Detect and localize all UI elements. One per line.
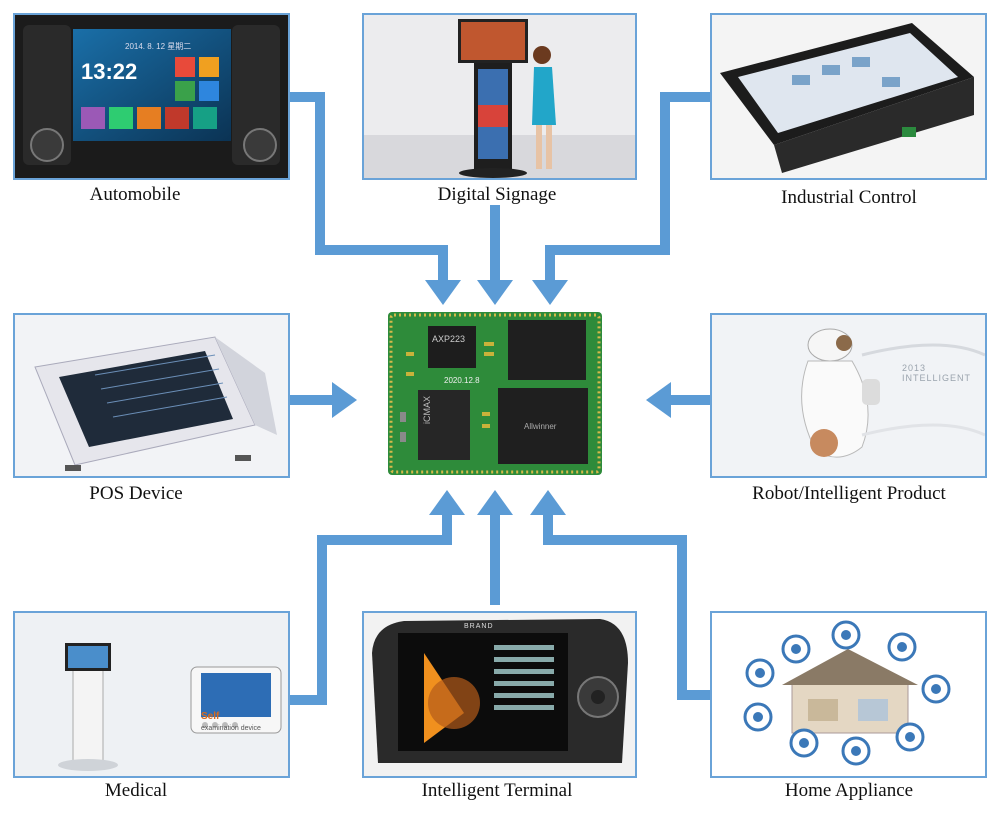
- label-automobile: Automobile: [89, 184, 181, 205]
- arrowhead-automobile: [425, 280, 461, 305]
- arrowhead-signage: [477, 280, 513, 305]
- arrowhead-industrial: [532, 280, 568, 305]
- arrowhead-home: [530, 490, 566, 515]
- core-board-module: AXP223 2020.12.8 iCMAX Allwinner: [388, 312, 602, 475]
- car-screen-time: 13:22: [81, 59, 138, 84]
- pos-terminal-image: [15, 315, 288, 476]
- medical-device-image: [15, 613, 288, 776]
- robot-product-image: [712, 315, 985, 476]
- label-intelligent-terminal: Intelligent Terminal: [421, 780, 573, 801]
- digital-signage-image: [364, 15, 635, 178]
- terminal-brand-text: BRAND: [464, 623, 494, 630]
- industrial-panel-pc-image: [712, 15, 985, 178]
- panel-automobile: 13:22 2014. 8. 12 星期二: [13, 13, 290, 180]
- chip-cpu-label: iCMAX: [422, 395, 432, 424]
- panel-pos-device: [13, 313, 290, 478]
- arrowhead-pos: [332, 382, 357, 418]
- panel-robot: 2013 INTELLIGENT: [710, 313, 987, 478]
- car-head-unit-image: [15, 15, 288, 178]
- medical-brand-text: Self: [201, 711, 220, 722]
- panel-digital-signage: [362, 13, 637, 180]
- medical-sub-text: examination device: [201, 725, 261, 732]
- panel-medical: Self examination device: [13, 611, 290, 778]
- home-appliance-image: [712, 613, 985, 776]
- chip-date-code: 2020.12.8: [444, 376, 480, 385]
- label-medical: Medical: [104, 780, 168, 801]
- panel-home-appliance: [710, 611, 987, 778]
- chip-mem-label: Allwinner: [524, 422, 557, 431]
- label-industrial-control: Industrial Control: [781, 187, 917, 208]
- label-home-appliance: Home Appliance: [784, 780, 914, 801]
- panel-industrial-control: [710, 13, 987, 180]
- arrowhead-robot: [646, 382, 671, 418]
- label-pos-device: POS Device: [89, 483, 183, 504]
- panel-intelligent-terminal: BRAND: [362, 611, 637, 778]
- chip-pmic-label: AXP223: [432, 334, 466, 344]
- car-screen-date: 2014. 8. 12 星期二: [125, 42, 192, 51]
- arrowhead-terminal: [477, 490, 513, 515]
- label-robot: Robot/Intelligent Product: [752, 483, 946, 504]
- intelligent-terminal-image: [364, 613, 635, 776]
- arrowhead-medical: [429, 490, 465, 515]
- label-digital-signage: Digital Signage: [437, 184, 557, 205]
- robot-watermark-text: 2013 INTELLIGENT: [902, 363, 972, 383]
